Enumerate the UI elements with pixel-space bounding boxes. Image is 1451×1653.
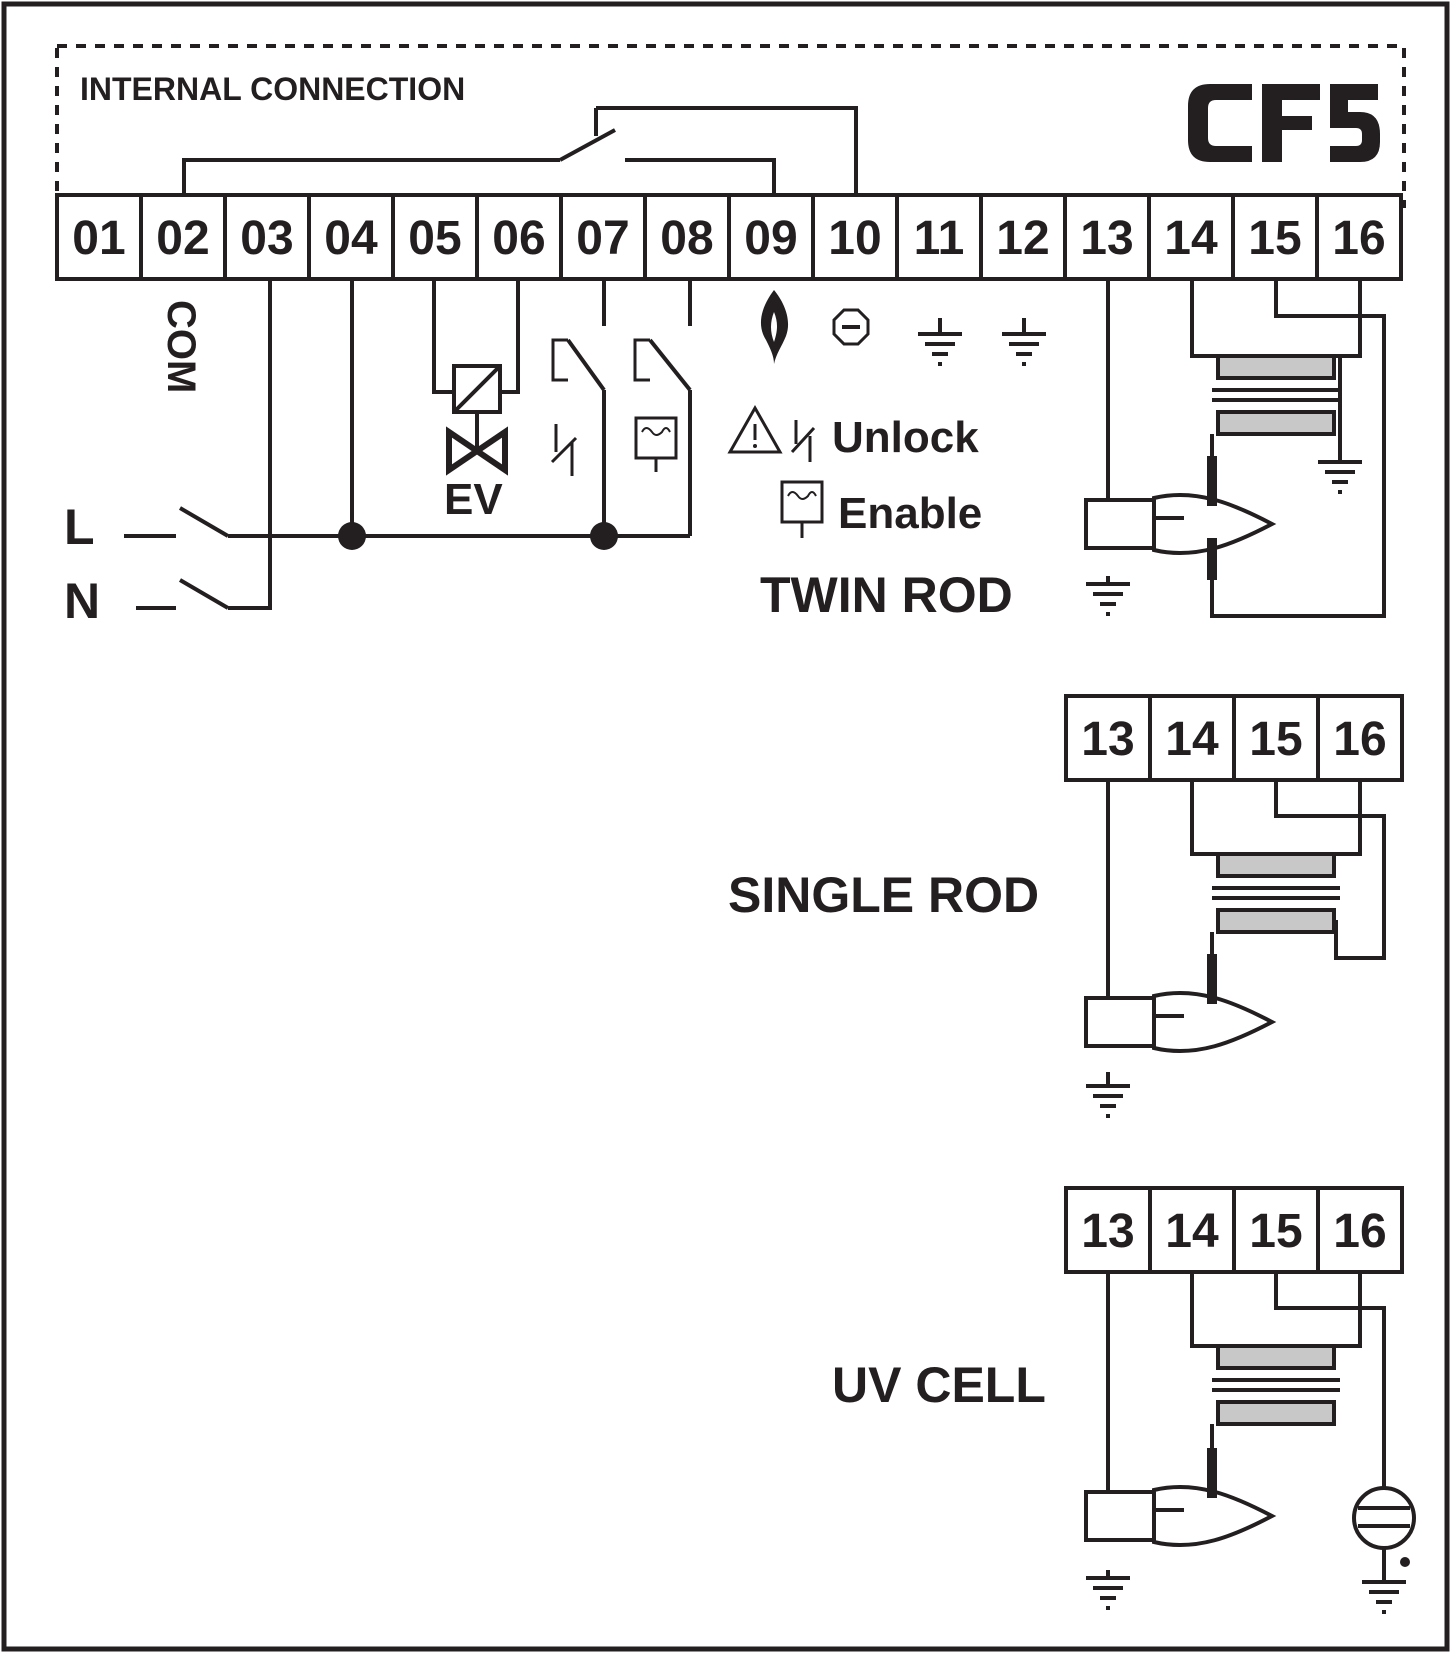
- junction-dot: [590, 522, 618, 550]
- terminal-number: 09: [744, 212, 797, 265]
- terminal-07: 07: [559, 193, 647, 281]
- uv-cell-title: UV CELL: [832, 1357, 1046, 1413]
- terminal-16: 16: [1316, 1186, 1404, 1274]
- terminal-number: 16: [1332, 212, 1385, 265]
- thermostat-icon: [634, 416, 678, 472]
- com-label: COM: [159, 300, 203, 393]
- transformer-icon: [1212, 354, 1340, 436]
- terminal-12: 12: [979, 193, 1067, 281]
- single-rod-circuit: [1106, 780, 1386, 1006]
- terminal-number: 08: [660, 212, 713, 265]
- ground-icon: [1002, 318, 1046, 366]
- terminal-number: 16: [1333, 713, 1386, 766]
- ground-icon: [1318, 456, 1362, 494]
- terminal-number: 14: [1164, 212, 1218, 265]
- internal-connection-box: [55, 44, 1406, 208]
- terminal-number: 13: [1080, 212, 1133, 265]
- terminal-14: 14: [1148, 694, 1236, 782]
- ground-icon: [1086, 1570, 1130, 1610]
- internal-switch-wiring: [182, 106, 858, 195]
- terminal-15: 15: [1232, 1186, 1320, 1274]
- terminal-number: 02: [156, 212, 209, 265]
- terminal-15: 15: [1231, 193, 1319, 281]
- terminal-number: 10: [828, 212, 881, 265]
- terminal-13: 13: [1064, 1186, 1152, 1274]
- ignition-electrode-icon: [1084, 1424, 1277, 1547]
- line-label: L: [64, 499, 95, 555]
- terminal-number: 12: [996, 212, 1049, 265]
- unlock-contact-icon: [790, 420, 816, 462]
- terminal-06: 06: [475, 193, 563, 281]
- terminal-09: 09: [727, 193, 815, 281]
- ignition-electrode-icon: [1084, 932, 1277, 1053]
- enable-thermostat-icon: [780, 480, 824, 538]
- flame-icon: [760, 290, 789, 364]
- terminal-10: 10: [811, 193, 899, 281]
- terminal-14: 14: [1147, 193, 1235, 281]
- contact-icon: [550, 338, 692, 476]
- terminal-02: 02: [139, 193, 227, 281]
- mains-wiring: [124, 278, 692, 610]
- ground-icon: [1086, 1072, 1130, 1118]
- terminal-number: 11: [914, 212, 965, 265]
- terminal-number: 04: [324, 212, 378, 265]
- terminal-14: 14: [1148, 1186, 1236, 1274]
- terminal-number: 03: [240, 212, 293, 265]
- unlock-label: Unlock: [832, 413, 979, 462]
- terminal-13: 13: [1064, 694, 1152, 782]
- terminal-03: 03: [223, 193, 311, 281]
- twin-rod-circuit: [1106, 278, 1386, 618]
- terminal-number: 14: [1165, 1205, 1219, 1258]
- warning-icon: [727, 404, 783, 454]
- ignition-electrode-icon: [1084, 434, 1277, 580]
- minus-circle-icon: [832, 308, 870, 346]
- enable-label: Enable: [838, 489, 982, 538]
- terminal-16: 16: [1315, 193, 1403, 281]
- terminal-13: 13: [1063, 193, 1151, 281]
- terminal-number: 14: [1165, 713, 1219, 766]
- terminal-number: 13: [1081, 713, 1134, 766]
- ground-icon: [1362, 1578, 1406, 1614]
- terminal-16: 16: [1316, 694, 1404, 782]
- single-rod-title: SINGLE ROD: [728, 867, 1039, 923]
- neutral-label: N: [64, 573, 100, 629]
- ev-label: EV: [444, 475, 503, 524]
- solenoid-valve-icon: [432, 278, 520, 476]
- terminal-number: 07: [576, 212, 629, 265]
- terminal-number: 06: [492, 212, 545, 265]
- uv-cell-icon: [1352, 1486, 1416, 1567]
- terminal-15: 15: [1232, 694, 1320, 782]
- terminal-08: 08: [643, 193, 731, 281]
- ground-icon: [918, 318, 962, 366]
- terminal-05: 05: [391, 193, 479, 281]
- main-terminal-block: 01 02 03 04 05 06 07 08 09 10 11 12 13 14 15 16: [55, 193, 1403, 281]
- terminal-number: 05: [408, 212, 461, 265]
- internal-connection-label: INTERNAL CONNECTION: [80, 71, 465, 107]
- terminal-number: 15: [1249, 1205, 1302, 1258]
- twin-rod-title: TWIN ROD: [760, 567, 1013, 623]
- transformer-icon: [1212, 1344, 1340, 1426]
- brand-logo: [1188, 84, 1380, 162]
- terminal-number: 16: [1333, 1205, 1386, 1258]
- terminal-number: 01: [72, 212, 125, 265]
- terminal-01: 01: [55, 193, 143, 281]
- single-rod-terminal-block: 13 14 15 16: [1064, 694, 1404, 782]
- ground-icon: [1086, 576, 1130, 616]
- terminal-number: 15: [1248, 212, 1301, 265]
- terminal-number: 15: [1249, 713, 1302, 766]
- terminal-04: 04: [307, 193, 395, 281]
- terminal-11: 11: [895, 193, 983, 281]
- transformer-icon: [1212, 852, 1340, 934]
- junction-dot: [338, 522, 366, 550]
- terminal-number: 13: [1081, 1205, 1134, 1258]
- uv-cell-terminal-block: 13 14 15 16: [1064, 1186, 1404, 1274]
